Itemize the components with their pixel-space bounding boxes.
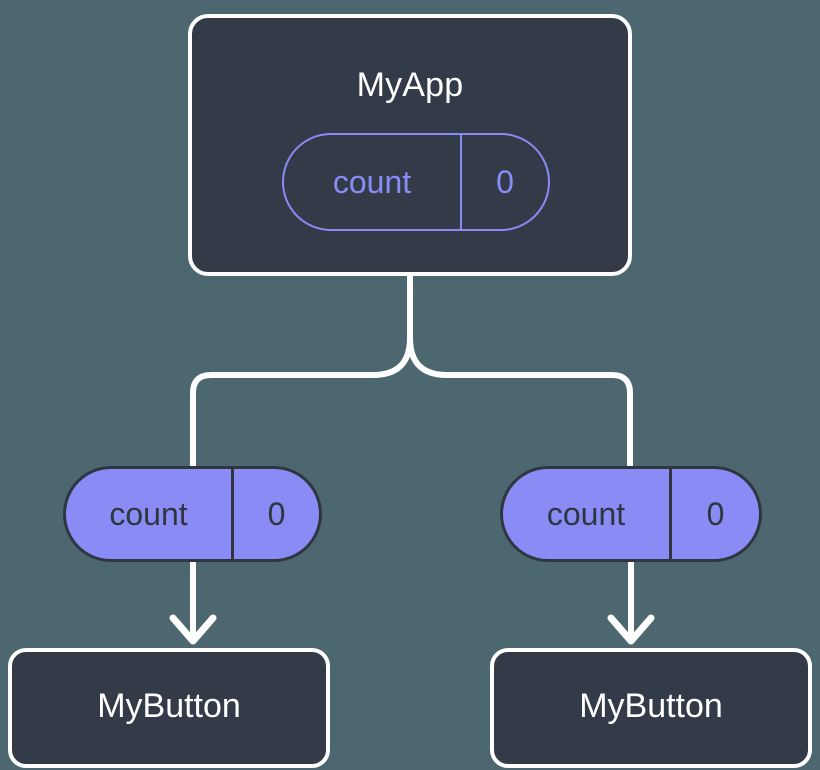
connector-trunk-split (190, 273, 413, 473)
app-component-node[interactable]: MyApp count 0 (188, 14, 632, 276)
left-prop-key: count (66, 469, 234, 559)
arrowhead-right-icon (607, 614, 655, 645)
app-component-title: MyApp (356, 66, 464, 104)
arrowhead-left-icon (169, 614, 217, 645)
button-component-right-node[interactable]: MyButton (490, 648, 812, 768)
app-state-pill[interactable]: count 0 (282, 133, 550, 231)
right-prop-key: count (503, 469, 672, 559)
app-state-value: 0 (496, 164, 514, 200)
right-prop-pill[interactable]: count 0 (500, 466, 762, 562)
left-prop-value: 0 (267, 496, 286, 532)
left-prop-pill[interactable]: count 0 (63, 466, 322, 562)
connector-trunk-split-right (407, 335, 633, 473)
button-component-right-title: MyButton (579, 687, 723, 725)
app-state-key: count (284, 135, 462, 229)
right-prop-value: 0 (706, 496, 725, 532)
button-component-left-node[interactable]: MyButton (8, 648, 330, 768)
button-component-left-title: MyButton (97, 687, 241, 725)
